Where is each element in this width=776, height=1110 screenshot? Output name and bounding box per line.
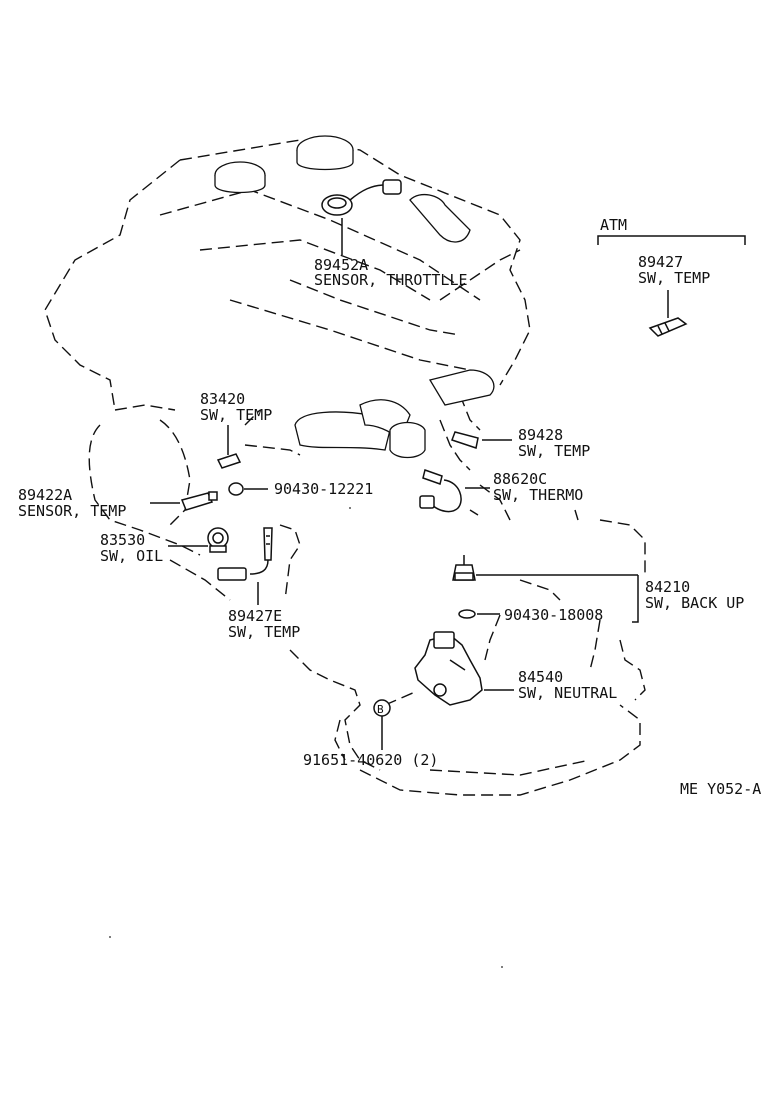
temp-switch-83420-number: 83420 [200, 390, 245, 408]
temp-sensor-number: 89422A [18, 486, 72, 504]
backup-bracket [632, 575, 639, 623]
gasket-18008-part [458, 609, 500, 619]
oil-switch-number: 83530 [100, 531, 145, 549]
temp-switch-89428-part [451, 431, 512, 449]
temp-switch-89427e-part [217, 527, 273, 605]
temp-switch-83420-part [216, 425, 242, 469]
thermo-switch-number: 88620C [493, 470, 547, 488]
atm-temp-switch-name: SW, TEMP [638, 269, 710, 287]
atm-temp-switch-part [648, 290, 688, 337]
backup-switch-number: 84210 [645, 578, 690, 596]
bolt-marker: B [373, 699, 391, 750]
neutral-switch-name: SW, NEUTRAL [518, 684, 617, 702]
temp-sensor-name: SENSOR, TEMP [18, 502, 126, 520]
temp-switch-89428-name: SW, TEMP [518, 442, 590, 460]
temp-switch-89427e-name: SW, TEMP [228, 623, 300, 641]
thermo-switch-name: SW, THERMO [493, 486, 583, 504]
gasket-12221-part [228, 482, 268, 496]
atm-label: ATM [600, 216, 627, 234]
temp-switch-89428-number: 89428 [518, 426, 563, 444]
atm-bracket [597, 235, 746, 245]
engine-outline [44, 139, 646, 796]
engine-parts [214, 135, 495, 459]
bolt-marker-letter: B [377, 703, 384, 716]
atm-temp-switch-number: 89427 [638, 253, 683, 271]
oil-switch-part [168, 527, 229, 553]
throttle-sensor-name: SENSOR, THROTTLLE [314, 271, 468, 289]
temp-switch-83420-name: SW, TEMP [200, 406, 272, 424]
oil-switch-name: SW, OIL [100, 547, 163, 565]
throttle-sensor-number: 89452A [314, 256, 368, 274]
temp-sensor-part [150, 491, 218, 511]
neutral-switch-part [384, 631, 514, 706]
throttle-sensor-part [321, 179, 402, 255]
gasket-12221-number: 90430-12221 [274, 480, 373, 498]
backup-switch-part [452, 555, 638, 581]
thermo-switch-part [419, 469, 490, 513]
neutral-switch-number: 84540 [518, 668, 563, 686]
bolt-number: 91651-40620 (2) [303, 751, 438, 769]
temp-switch-89427e-number: 89427E [228, 607, 282, 625]
scan-specks [109, 507, 503, 968]
diagram-code: ME Y052-A [680, 780, 761, 798]
backup-switch-name: SW, BACK UP [645, 594, 744, 612]
gasket-18008-number: 90430-18008 [504, 606, 603, 624]
